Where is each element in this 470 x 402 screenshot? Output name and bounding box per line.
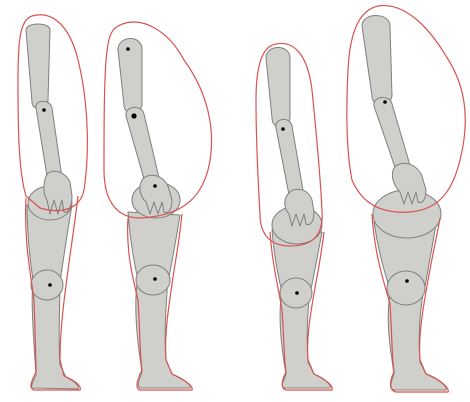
figure-1-knee-marker <box>48 283 52 287</box>
figure-1-upper-arm <box>26 24 50 109</box>
figure-3-knee-marker <box>295 291 299 295</box>
figure-4-knee-marker <box>405 279 409 283</box>
figure-3-forearm <box>276 119 304 200</box>
figure-2-forearm <box>126 107 160 186</box>
figure-1 <box>18 15 87 390</box>
figure-3 <box>256 43 332 390</box>
figure-4 <box>347 6 465 392</box>
figure-2-upper-arm <box>118 38 142 113</box>
figure-1-elbow-marker <box>42 108 46 112</box>
figure-1-knee <box>31 270 63 300</box>
figure-2-wrist-marker <box>153 184 157 188</box>
figure-2-shoulder-marker <box>126 47 130 51</box>
figure-4-hip <box>373 190 441 238</box>
figure-3-upper-arm <box>266 48 290 128</box>
figure-2-knee-marker <box>153 277 157 281</box>
figure-2-knee <box>136 265 170 295</box>
figure-4-knee <box>387 271 425 305</box>
figure-2-elbow-marker <box>131 113 136 118</box>
figure-4-elbow-marker <box>383 100 387 104</box>
figure-3-elbow-marker <box>281 127 285 131</box>
figure-4-upper-arm <box>362 16 392 106</box>
figure-1-forearm <box>36 101 62 182</box>
figure-2 <box>104 22 212 390</box>
